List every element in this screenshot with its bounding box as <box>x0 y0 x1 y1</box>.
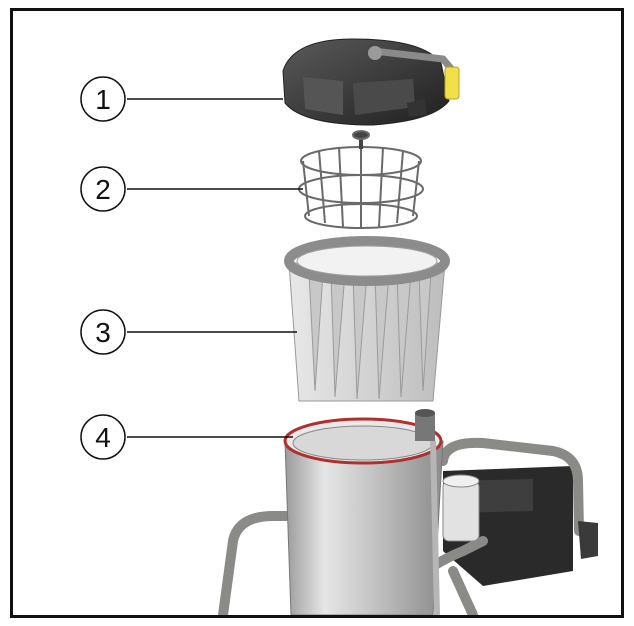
base-unit <box>218 437 598 615</box>
callout-number-4: 4 <box>95 422 111 453</box>
callout-1: 1 <box>80 76 283 122</box>
callout-4: 4 <box>80 414 293 460</box>
filter-basket-icon <box>298 130 424 229</box>
flat-pleated-filter-icon <box>284 236 450 402</box>
container-icon <box>283 409 444 615</box>
callout-3: 3 <box>80 309 297 355</box>
lid-icon <box>282 38 460 126</box>
callout-number-2: 2 <box>95 174 111 205</box>
exploded-view-illustration: 1 2 3 4 <box>80 38 598 615</box>
callout-2: 2 <box>80 166 303 212</box>
callout-number-1: 1 <box>95 84 111 115</box>
illustration-frame: 1 2 3 4 <box>10 8 624 618</box>
callout-number-3: 3 <box>95 317 111 348</box>
